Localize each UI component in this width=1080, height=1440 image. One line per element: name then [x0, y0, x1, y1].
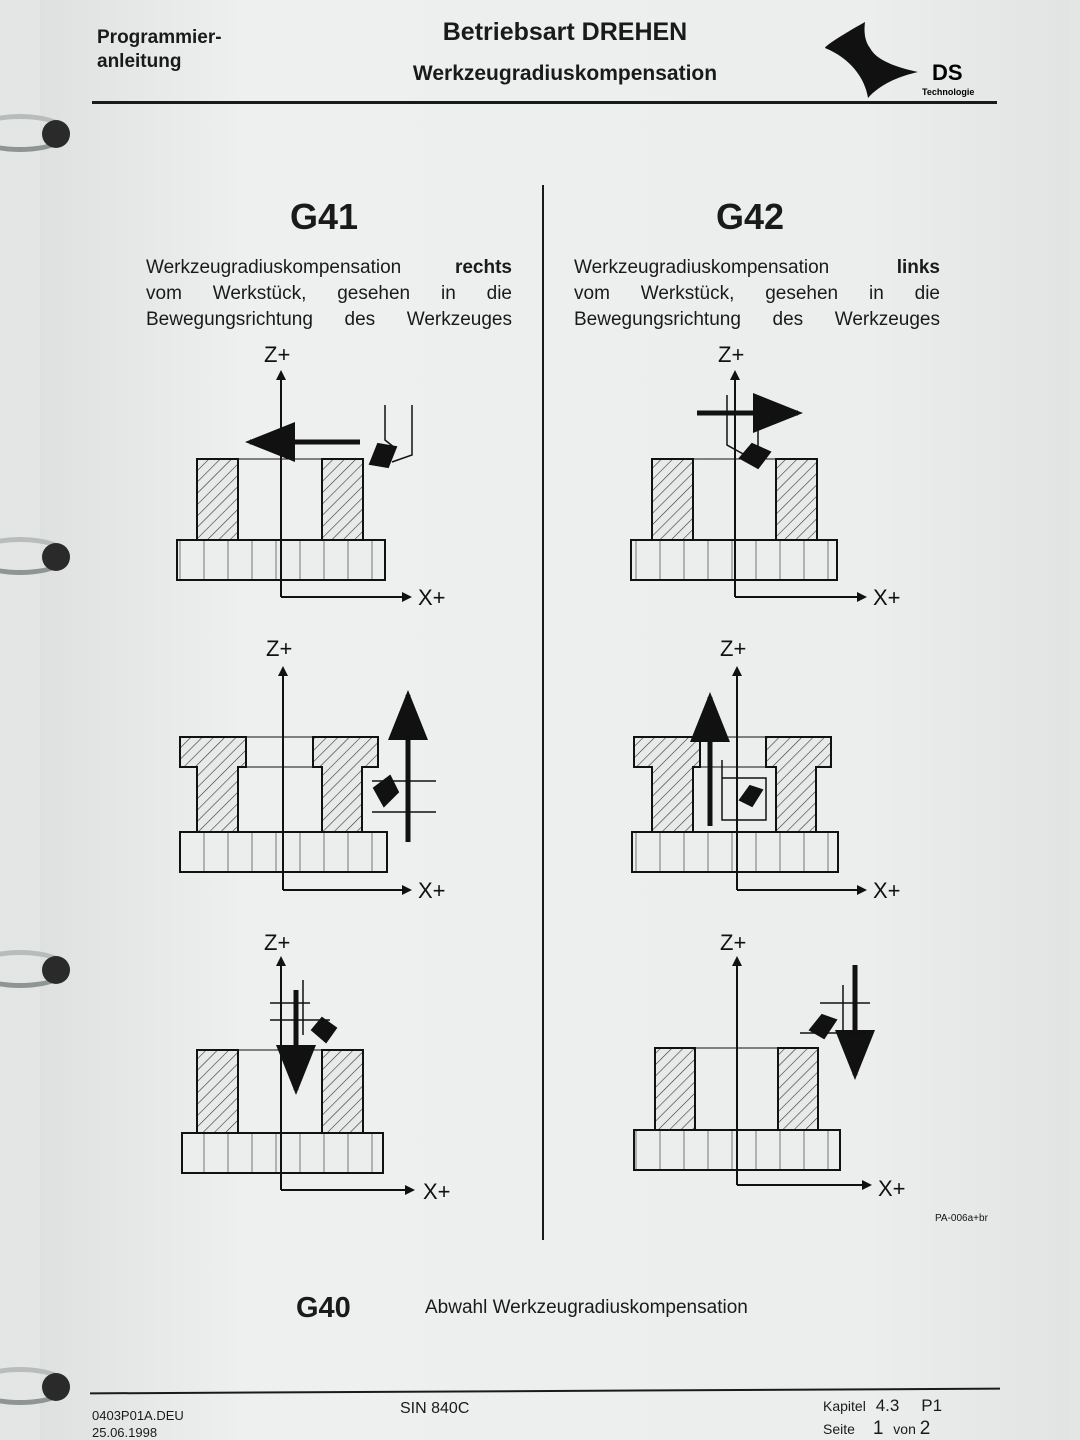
x-axis-label: X+	[418, 585, 446, 610]
g42-desc-bold: links	[896, 257, 940, 278]
x-axis-label: X+	[873, 585, 901, 610]
diagram-g41-face	[176, 370, 413, 602]
footer-seite: Seite 1 von 2	[823, 1418, 1003, 1440]
kapitel-value: 4.3	[875, 1396, 900, 1415]
g42-desc-line2: vom Werkstück, gesehen in die	[574, 283, 940, 304]
g41-desc-line3: Bewegungsrichtung des Werkzeuges	[146, 309, 512, 330]
g41-desc-line2: vom Werkstück, gesehen in die	[146, 283, 512, 304]
footer-product: SIN 840C	[400, 1400, 470, 1417]
diagram-g41-plunge	[181, 956, 415, 1195]
z-axis-label: Z+	[266, 636, 292, 661]
part-value: P1	[921, 1396, 943, 1415]
header-subtitle: Werkzeugradiuskompensation	[412, 62, 718, 85]
kapitel-label: Kapitel	[823, 1398, 866, 1414]
diagram-g41-bore	[179, 666, 436, 895]
von-label: von	[893, 1421, 916, 1437]
g41-description: Werkzeugradiuskompensation rechts vom We…	[146, 255, 512, 333]
g40-code: G40	[296, 1292, 351, 1324]
logo-subtext: Technologie	[922, 87, 974, 97]
x-axis-label: X+	[418, 878, 446, 903]
document-page	[40, 0, 1070, 1440]
column-divider	[542, 185, 544, 1240]
x-axis-label: X+	[873, 878, 901, 903]
g41-desc-line1: Werkzeugradiuskompensation	[146, 257, 455, 278]
figure-id: PA-006a+br	[935, 1213, 989, 1224]
g42-desc-line1: Werkzeugradiuskompensation	[574, 257, 897, 278]
g42-title: G42	[716, 196, 785, 237]
von-value: 2	[919, 1418, 931, 1439]
binder-ring	[0, 535, 70, 575]
binder-ring	[0, 948, 70, 988]
g42-desc-line3: Bewegungsrichtung des Werkzeuges	[574, 309, 940, 330]
g41-desc-bold: rechts	[454, 257, 512, 278]
z-axis-label: Z+	[720, 930, 746, 955]
header-left-line2: anleitung	[97, 51, 182, 72]
header-title: Betriebsart DREHEN	[442, 18, 688, 46]
z-axis-label: Z+	[264, 342, 290, 367]
x-axis-label: X+	[878, 1176, 906, 1201]
g42-description: Werkzeugradiuskompensation links vom Wer…	[574, 255, 940, 333]
diagram-g42-bore	[631, 666, 867, 895]
g40-description: Abwahl Werkzeugradiuskompensation	[425, 1297, 748, 1318]
seite-label: Seite	[823, 1421, 855, 1437]
header-rule	[92, 101, 997, 104]
footer-kapitel: Kapitel 4.3 P1	[823, 1396, 1003, 1416]
diagram-g42-plunge	[633, 956, 875, 1190]
z-axis-label: Z+	[720, 636, 746, 661]
x-axis-label: X+	[423, 1179, 451, 1204]
z-axis-label: Z+	[264, 930, 290, 955]
header-left-line1: Programmier-	[97, 27, 222, 48]
footer-doc-id: 0403P01A.DEU	[92, 1408, 184, 1423]
seite-value: 1	[872, 1418, 884, 1439]
binder-ring	[0, 1365, 70, 1405]
ds-logo: DS Technologie	[825, 22, 974, 98]
header-section-label: Programmier- anleitung	[97, 26, 222, 74]
binder-ring	[0, 112, 70, 152]
diagram-g42-face	[630, 370, 867, 602]
z-axis-label: Z+	[718, 342, 744, 367]
footer-date: 25.06.1998	[92, 1425, 158, 1440]
logo-text: DS	[932, 60, 963, 85]
g41-title: G41	[290, 196, 359, 237]
